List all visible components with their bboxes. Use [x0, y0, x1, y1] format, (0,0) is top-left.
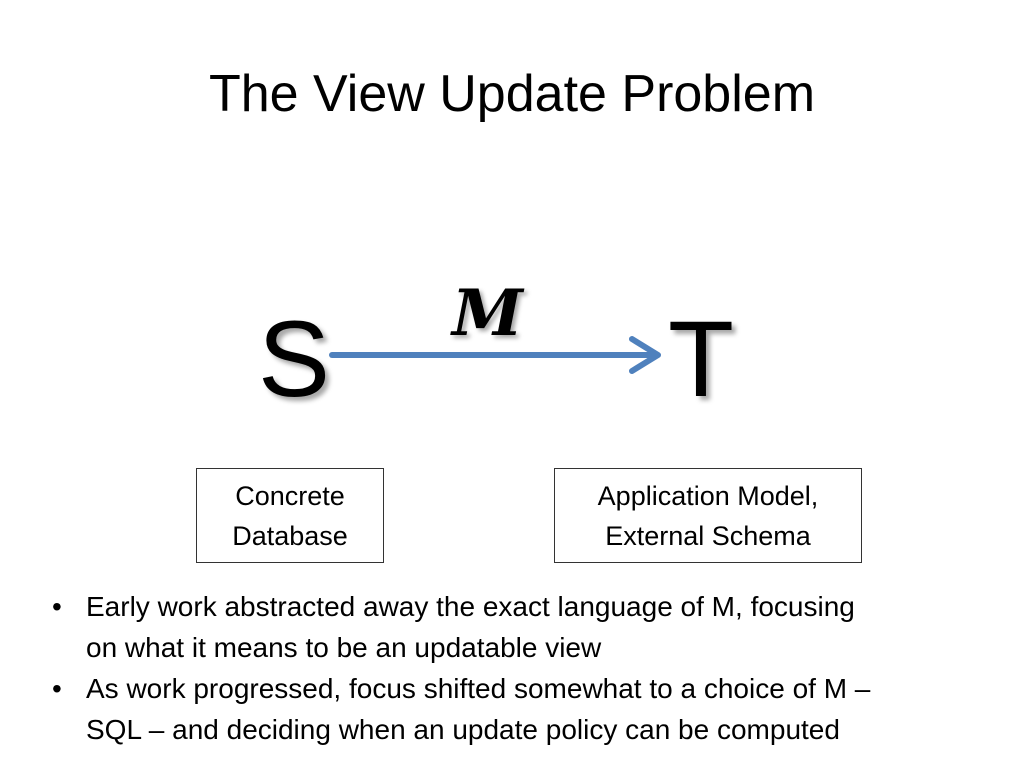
bullet-list: • Early work abstracted away the exact l…	[52, 586, 982, 750]
source-description-line1: Concrete	[235, 480, 345, 511]
bullet-marker: •	[52, 591, 62, 622]
source-description-line2: Database	[232, 520, 348, 551]
bullet-text-line1: Early work abstracted away the exact lan…	[86, 591, 855, 622]
source-schema-symbol: S	[258, 298, 331, 419]
bullet-marker: •	[52, 673, 62, 704]
mapping-arrow	[329, 336, 661, 374]
bullet-item: • Early work abstracted away the exact l…	[52, 586, 982, 668]
bullet-text-line2: SQL – and deciding when an update policy…	[86, 714, 840, 745]
target-description-box: Application Model, External Schema	[554, 468, 862, 563]
mapping-symbol: M	[452, 276, 523, 351]
bullet-item: • As work progressed, focus shifted some…	[52, 668, 982, 750]
target-schema-symbol: T	[668, 298, 734, 419]
target-description-line1: Application Model,	[597, 480, 819, 511]
source-description-box: Concrete Database	[196, 468, 384, 563]
slide-title: The View Update Problem	[208, 65, 816, 123]
target-description-line2: External Schema	[605, 520, 811, 551]
mapping-arrow-head	[629, 336, 661, 374]
bullet-text-line2: on what it means to be an updatable view	[86, 632, 602, 663]
bullet-text-line1: As work progressed, focus shifted somewh…	[86, 673, 871, 704]
